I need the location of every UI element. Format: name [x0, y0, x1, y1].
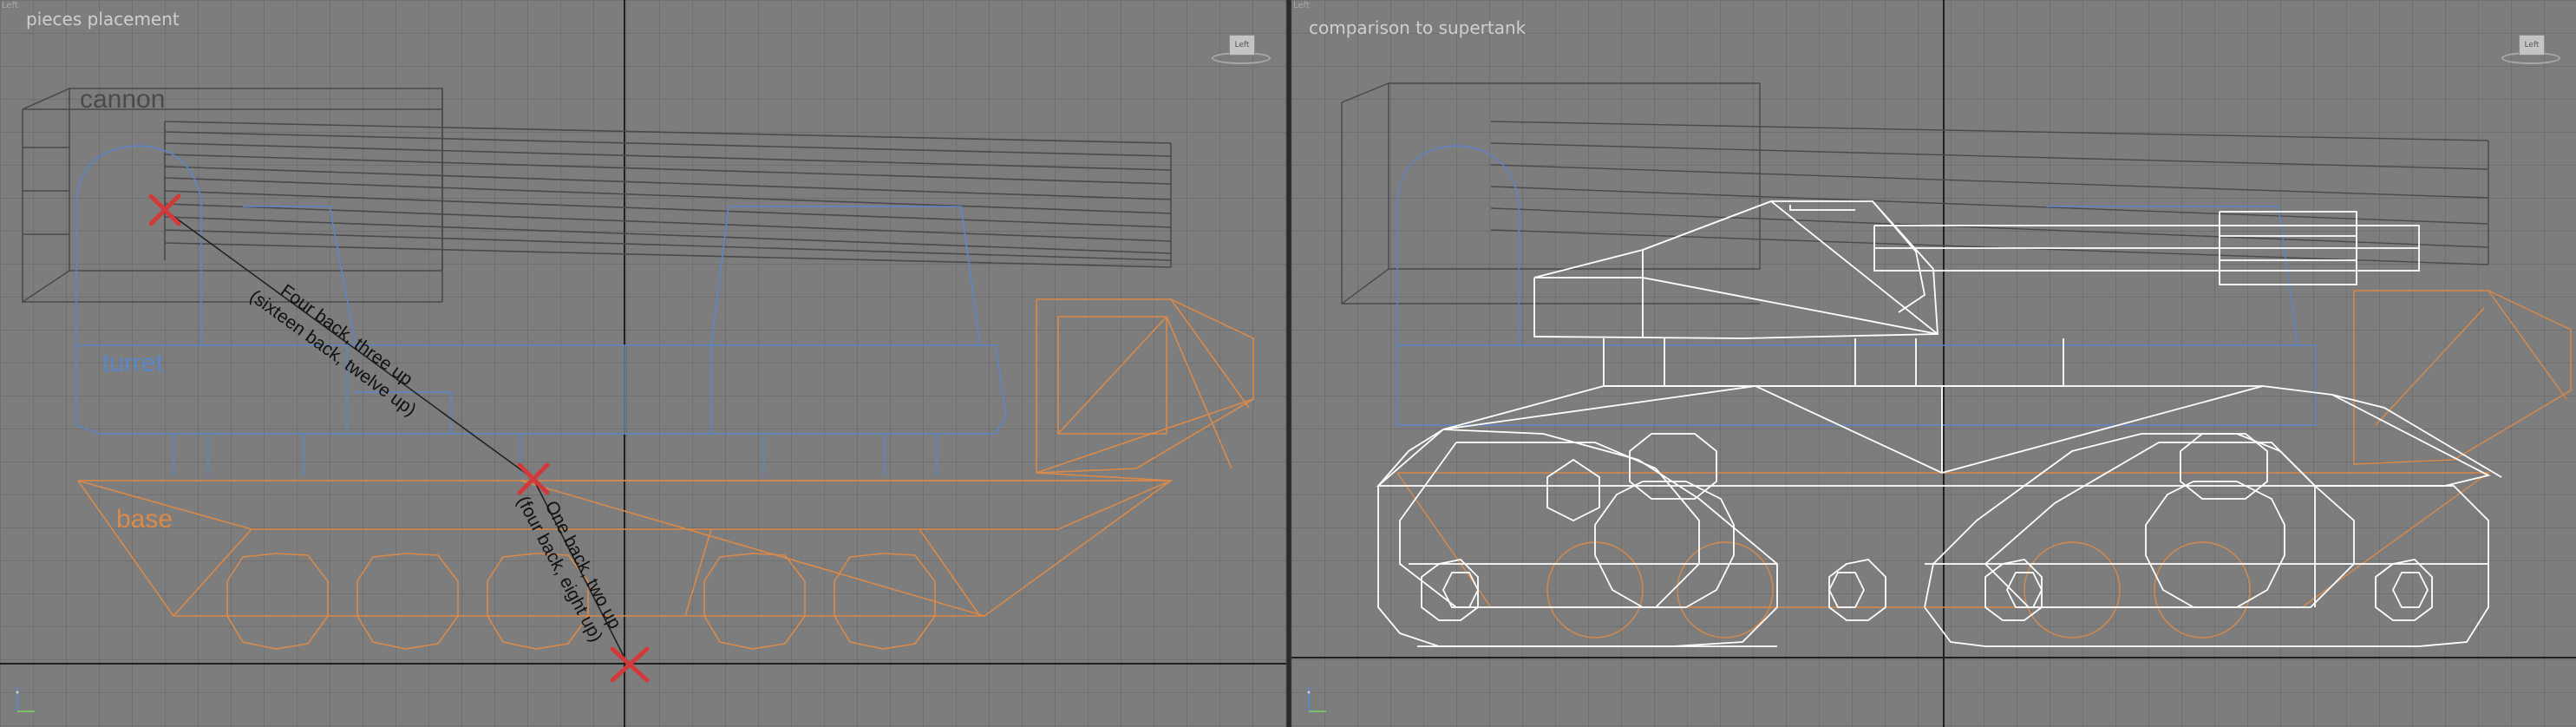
viewcube-face[interactable]: Left	[2519, 35, 2545, 56]
x-marker-icon[interactable]	[148, 193, 181, 226]
viewport-grid	[0, 0, 1286, 727]
turret-wireframe	[75, 145, 1007, 475]
pivot-connection-lines	[164, 209, 627, 662]
base-wireframe	[77, 298, 1254, 650]
viewcube-widget[interactable]: Left	[2500, 33, 2562, 66]
wireframe-scene-right	[1291, 0, 2576, 727]
axis-tripod-icon	[16, 687, 35, 712]
viewport-title: comparison to supertank	[1309, 17, 1527, 38]
turret-wireframe	[1396, 145, 2316, 426]
viewport-title: pieces placement	[26, 9, 180, 29]
viewcube-face[interactable]: Left	[1229, 35, 1255, 56]
upper-annotation-line2: (sixteen back, twelve up)	[246, 286, 420, 420]
viewport-corner-label[interactable]: Left	[1293, 1, 1310, 10]
wireframe-scene-left: cannon turret base Four back, three up (…	[0, 0, 1286, 727]
turret-label: turret	[102, 349, 164, 377]
cannon-label: cannon	[80, 85, 165, 114]
x-marker-icon[interactable]	[610, 646, 650, 683]
cannon-wireframe	[1341, 82, 2489, 305]
viewcube-widget[interactable]: Left	[1210, 33, 1272, 66]
x-marker-icon[interactable]	[517, 462, 550, 495]
base-label: base	[116, 505, 173, 534]
cannon-wireframe	[22, 88, 1172, 304]
viewport-corner-label[interactable]: Left	[2, 1, 18, 10]
axis-tripod-icon	[1307, 687, 1326, 712]
viewport-pieces-placement[interactable]: Left pieces placement Left	[0, 0, 1287, 727]
upper-annotation: Four back, three up (sixteen back, twelv…	[246, 280, 420, 420]
supertank-wireframe	[1376, 200, 2502, 647]
viewport-comparison-supertank[interactable]: Left comparison to supertank Left	[1291, 0, 2576, 727]
